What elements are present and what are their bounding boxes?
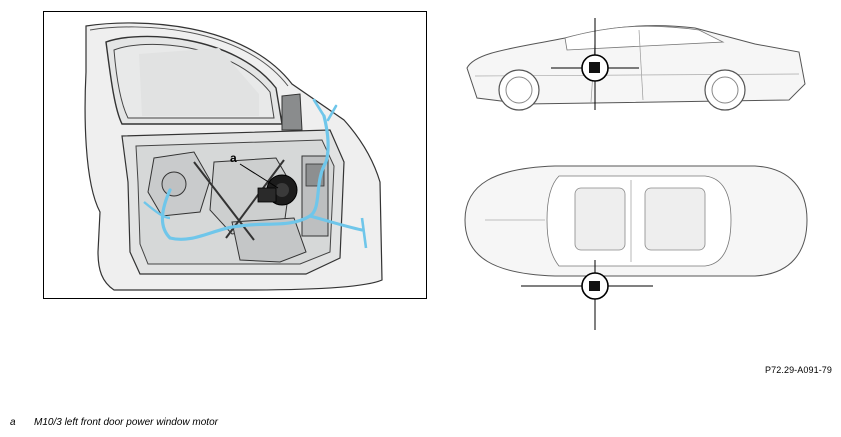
callout-label-a: a: [230, 151, 237, 165]
figure-part-number: P72.29-A091-79: [765, 365, 832, 375]
location-marker-icon: [521, 260, 653, 330]
door-detail-view: a: [43, 11, 427, 299]
door-illustration: a: [84, 22, 383, 291]
location-marker-icon: [551, 18, 639, 110]
car-side-view: [466, 18, 806, 111]
legend-text: M10/3 left front door power window motor: [34, 417, 218, 428]
vehicle-location-views: [455, 12, 825, 332]
legend: a M10/3 left front door power window moto…: [10, 417, 218, 428]
car-top-view: [464, 165, 808, 330]
legend-key: a: [10, 417, 16, 428]
